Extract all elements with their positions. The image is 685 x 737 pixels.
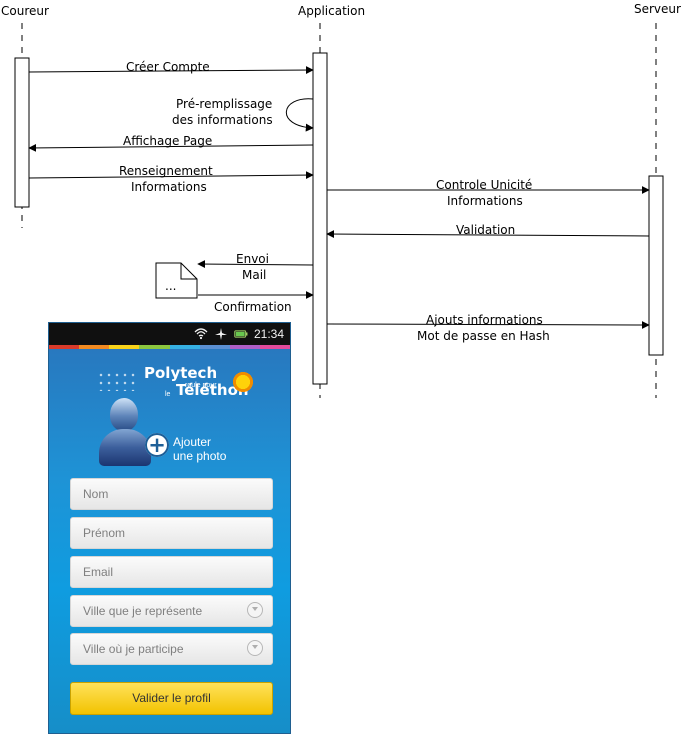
- message-label-envoi-mail-line1: Envoi: [236, 252, 269, 266]
- message-label-creer-compte: Créer Compte: [126, 60, 210, 74]
- color-strip-segment-5: [169, 345, 200, 349]
- message-arrow-pre-remplissage: [285, 98, 314, 132]
- brand-logo: Polytech roule pour le Téléthon: [99, 364, 254, 413]
- color-strip-segment-6: [199, 345, 230, 349]
- represented-city-placeholder: Ville que je représente: [83, 604, 203, 618]
- last-name-field[interactable]: Nom: [70, 478, 273, 510]
- message-label-renseignement-line2: Informations: [131, 180, 207, 194]
- message-arrow-renseignement: [28, 171, 314, 180]
- participation-city-placeholder: Ville où je participe: [83, 642, 184, 656]
- phone-screenshot: 21:34 Polytech roule pour le Téléthon + …: [48, 322, 291, 734]
- mail-note: [155, 262, 198, 299]
- message-arrow-envoi-mail: [197, 260, 314, 269]
- message-arrow-affichage-page: [28, 143, 314, 152]
- wifi-icon: [194, 327, 208, 341]
- color-strip-segment-3: [109, 345, 140, 349]
- airplane-icon: [214, 327, 228, 341]
- message-label-pre-remplissage-line1: Pré-remplissage: [176, 97, 272, 111]
- color-strip-segment-1: [49, 345, 80, 349]
- message-label-pre-remplissage-line2: des informations: [172, 113, 273, 127]
- avatar-body: [99, 429, 151, 466]
- message-arrow-ajouts-informations: [326, 320, 650, 329]
- brand-dot-pattern: [99, 373, 139, 391]
- validate-profile-button[interactable]: Valider le profil: [70, 682, 273, 715]
- add-photo-label-line1: Ajouter: [173, 435, 212, 449]
- email-placeholder: Email: [83, 565, 114, 579]
- message-arrow-validation: [326, 230, 650, 239]
- brand-name-line3: le: [165, 391, 171, 398]
- battery-icon: [234, 327, 248, 341]
- add-photo-label[interactable]: Ajouter une photo: [173, 435, 226, 463]
- message-label-renseignement-line1: Renseignement: [119, 164, 213, 178]
- chevron-down-icon[interactable]: [247, 640, 263, 656]
- participant-label-coureur: Coureur: [1, 4, 49, 18]
- message-label-validation: Validation: [456, 223, 515, 237]
- color-strip: [49, 345, 290, 349]
- status-bar: 21:34: [49, 323, 290, 345]
- email-field[interactable]: Email: [70, 556, 273, 588]
- participant-label-serveur: Serveur: [634, 2, 681, 16]
- brand-name-line2: roule pour: [185, 382, 217, 389]
- note-icon: [180, 263, 197, 280]
- color-strip-segment-4: [139, 345, 170, 349]
- status-time: 21:34: [253, 327, 284, 341]
- message-arrow-creer-compte: [28, 66, 314, 75]
- last-name-placeholder: Nom: [83, 487, 109, 501]
- message-label-ajouts-informations-line2: Mot de passe en Hash: [417, 329, 550, 343]
- message-label-envoi-mail-line2: Mail: [242, 268, 266, 282]
- color-strip-segment-2: [79, 345, 110, 349]
- activation-serveur: [648, 175, 664, 356]
- message-label-ajouts-informations-line1: Ajouts informations: [426, 313, 543, 327]
- activation-application: [312, 52, 328, 385]
- color-strip-segment-8: [259, 345, 290, 349]
- message-label-controle-unicite-line2: Informations: [447, 194, 523, 208]
- user-avatar-icon: [99, 398, 151, 466]
- brand-name-line1: Polytech: [144, 364, 218, 382]
- mail-note-text: ...: [165, 279, 176, 293]
- activation-coureur: [14, 57, 30, 208]
- message-label-confirmation: Confirmation: [214, 300, 292, 314]
- represented-city-select[interactable]: Ville que je représente: [70, 595, 273, 627]
- chevron-down-icon[interactable]: [247, 602, 263, 618]
- plus-icon[interactable]: +: [145, 433, 169, 457]
- participant-label-application: Application: [298, 4, 365, 18]
- first-name-placeholder: Prénom: [83, 526, 126, 540]
- first-name-field[interactable]: Prénom: [70, 517, 273, 549]
- add-photo-label-line2: une photo: [173, 449, 227, 463]
- color-strip-segment-7: [229, 345, 260, 349]
- sun-icon: [232, 371, 254, 393]
- brand-name-line4: Téléthon: [176, 381, 249, 399]
- message-label-controle-unicite-line1: Controle Unicité: [436, 178, 532, 192]
- participation-city-select[interactable]: Ville où je participe: [70, 633, 273, 665]
- message-label-affichage-page: Affichage Page: [123, 134, 212, 148]
- avatar-head: [110, 398, 138, 431]
